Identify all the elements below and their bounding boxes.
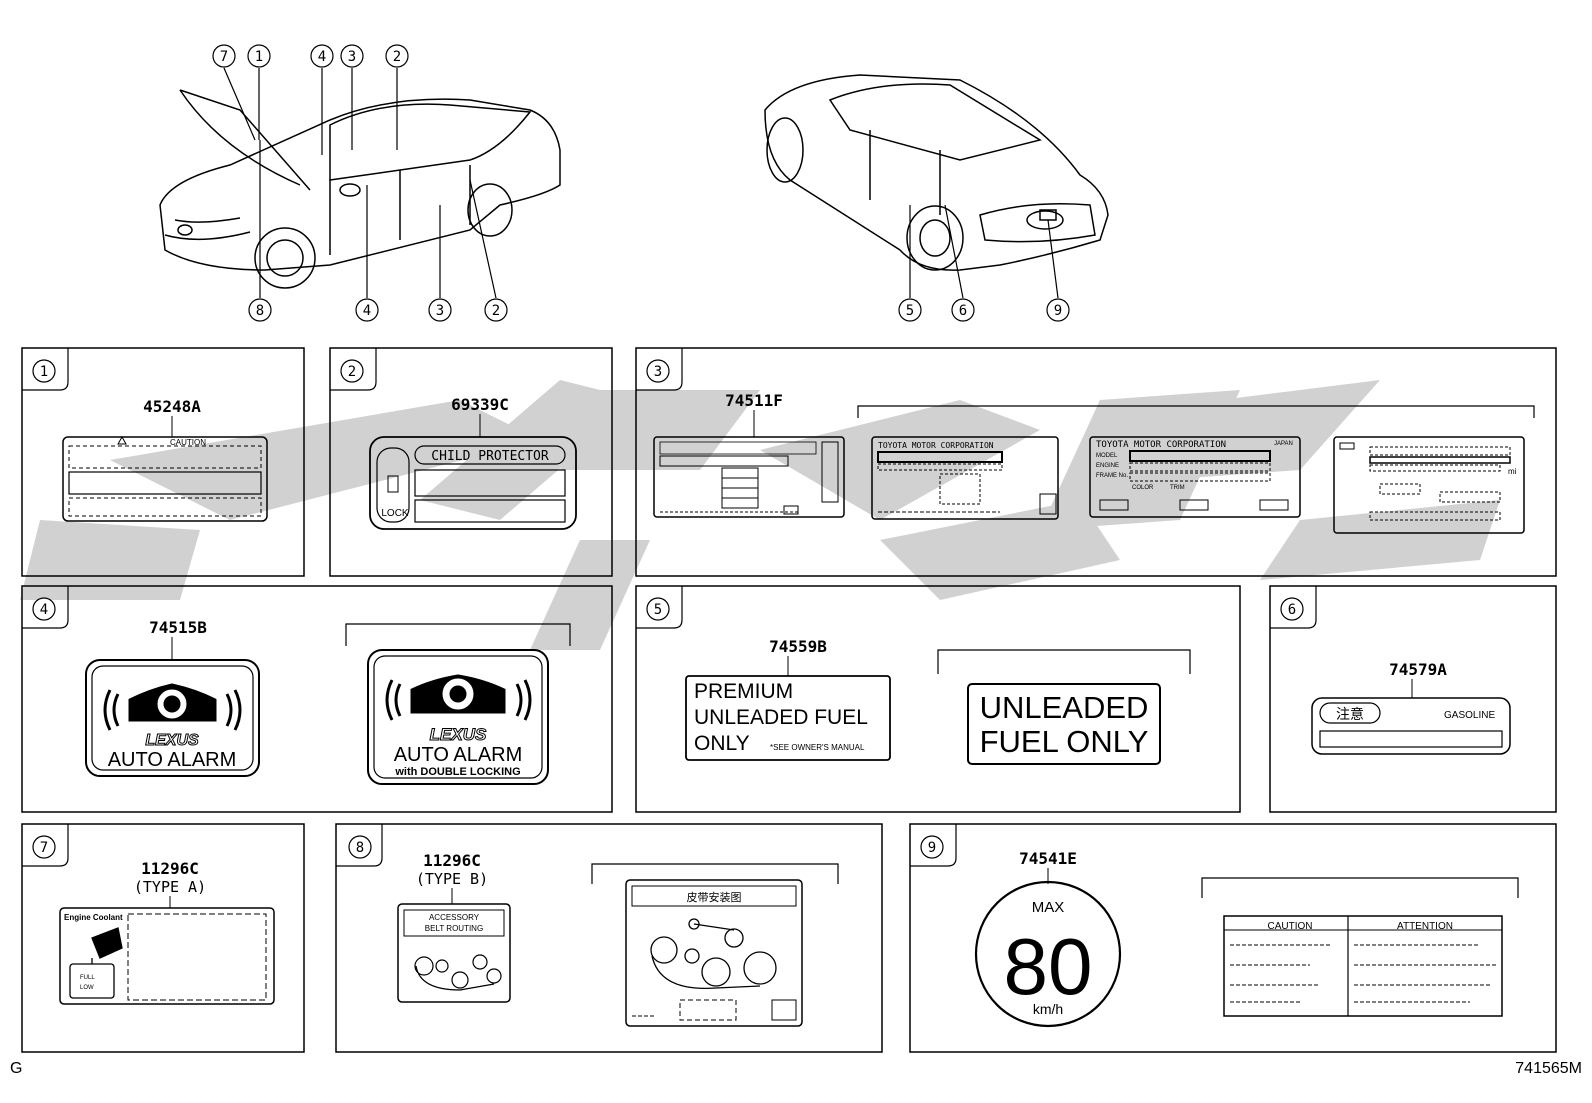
- lock-label: LOCK: [381, 508, 409, 519]
- panel-9: 74541E MAX 80 km/h CAUTION ATTENTION: [974, 849, 1519, 1028]
- panel-2: 69339C LOCK CHILD PROTECTOR: [369, 395, 577, 530]
- watermark: [20, 380, 1500, 650]
- type-label: (TYPE A): [134, 878, 206, 896]
- gasoline-text: GASOLINE: [1444, 710, 1495, 721]
- maker-label-1: TOYOTA MOTOR CORPORATION: [878, 441, 994, 450]
- part-number: 74515B: [149, 618, 207, 637]
- drawing-number: 741565M: [1515, 1060, 1582, 1077]
- callout-4: 4: [363, 303, 371, 319]
- callout-8: 8: [256, 303, 264, 319]
- speed-limit-value: 80: [1004, 922, 1093, 1011]
- auto-alarm-text: AUTO ALARM: [108, 749, 237, 771]
- maker-label-2: TOYOTA MOTOR CORPORATION: [1096, 440, 1226, 450]
- callout-2: 2: [492, 303, 500, 319]
- caution-text: CAUTION: [170, 438, 206, 447]
- brand-logo: LEXUS: [145, 732, 199, 749]
- caution-header: CAUTION: [1268, 921, 1313, 932]
- part-number: 45248A: [143, 397, 201, 416]
- panel-8-number: 8: [356, 840, 364, 856]
- belt-routing-diagram: [414, 954, 502, 991]
- callout-9: 9: [1054, 303, 1062, 319]
- premium-text: PREMIUM: [694, 680, 793, 703]
- part-number: 11296C: [423, 851, 481, 870]
- panel-4-number: 4: [40, 602, 48, 618]
- part-number: 74579A: [1389, 660, 1447, 679]
- panel-8: 11296C (TYPE B) ACCESSORY BELT ROUTING 皮…: [397, 851, 839, 1027]
- frame-field: FRAME No.: [1096, 473, 1128, 479]
- accessory-text: ACCESSORY: [429, 913, 480, 922]
- attention-header: ATTENTION: [1397, 921, 1453, 932]
- owner-manual-note: *SEE OWNER'S MANUAL: [770, 743, 865, 752]
- only-text: ONLY: [694, 732, 750, 755]
- caution-jp: 注意: [1336, 706, 1364, 722]
- panel-3: 74511F TOYOTA MOTOR CORPORATION TOYOTA M…: [653, 391, 1535, 534]
- car-front-view: [159, 89, 561, 289]
- belt-diagram-title-cn: 皮带安装图: [687, 890, 742, 904]
- coolant-reservoir-icon: [69, 927, 123, 999]
- panel-5: 74559B PREMIUM UNLEADED FUEL ONLY *SEE O…: [685, 637, 1191, 765]
- panel-2-number: 2: [348, 364, 356, 380]
- car-rear-view: [764, 74, 1109, 271]
- engine-field: ENGINE: [1096, 463, 1119, 469]
- part-number: 74511F: [725, 391, 783, 410]
- belt-routing-diagram: [650, 918, 777, 990]
- callout-5: 5: [906, 303, 914, 319]
- mileage-unit: mi: [1508, 467, 1517, 476]
- callout-7: 7: [220, 49, 228, 65]
- panel-7: 11296C (TYPE A) Engine Coolant FULL LOW: [59, 859, 275, 1005]
- low-mark: LOW: [80, 985, 94, 991]
- callout-4: 4: [318, 49, 326, 65]
- engine-coolant-text: Engine Coolant: [64, 913, 123, 922]
- panel-4: 74515B LEXUS AUTO ALARM LEXUS AUTO ALARM…: [85, 618, 571, 785]
- part-number: 11296C: [141, 859, 199, 878]
- panel-5-number: 5: [654, 602, 662, 618]
- panel-3-number: 3: [654, 364, 662, 380]
- panel-6-number: 6: [1288, 602, 1296, 618]
- speed-max-label: MAX: [1032, 899, 1065, 916]
- panel-1-number: 1: [40, 364, 48, 380]
- full-mark: FULL: [80, 975, 95, 981]
- double-locking-text: with DOUBLE LOCKING: [394, 766, 520, 778]
- callout-2: 2: [393, 49, 401, 65]
- callout-3: 3: [348, 49, 356, 65]
- brand-logo: LEXUS: [430, 725, 487, 744]
- footer-left-code: G: [10, 1060, 23, 1077]
- trim-field: TRIM: [1170, 485, 1185, 491]
- maker-country: JAPAN: [1274, 441, 1293, 447]
- model-field: MODEL: [1096, 453, 1118, 459]
- alarm-icon: [385, 674, 532, 721]
- panel-1: 45248A CAUTION: [62, 397, 268, 522]
- belt-routing-text: BELT ROUTING: [425, 924, 483, 933]
- callout-1: 1: [255, 49, 263, 65]
- color-field: COLOR: [1132, 485, 1154, 491]
- callout-6: 6: [959, 303, 967, 319]
- fuel-only-big-text: FUEL ONLY: [980, 724, 1149, 759]
- child-protector-title: CHILD PROTECTOR: [431, 449, 549, 464]
- panel-6: 74579A 注意 GASOLINE: [1311, 660, 1511, 755]
- type-label: (TYPE B): [416, 870, 488, 888]
- callout-3: 3: [436, 303, 444, 319]
- part-number: 74541E: [1019, 849, 1077, 868]
- alarm-icon: [103, 683, 242, 731]
- speed-unit: km/h: [1033, 1001, 1063, 1017]
- unleaded-fuel-text: UNLEADED FUEL: [694, 706, 868, 729]
- panel-7-number: 7: [40, 840, 48, 856]
- unleaded-big-text: UNLEADED: [980, 690, 1149, 725]
- auto-alarm-text: AUTO ALARM: [394, 744, 523, 766]
- panel-9-number: 9: [928, 840, 936, 856]
- part-number: 69339C: [451, 395, 509, 414]
- part-number: 74559B: [769, 637, 827, 656]
